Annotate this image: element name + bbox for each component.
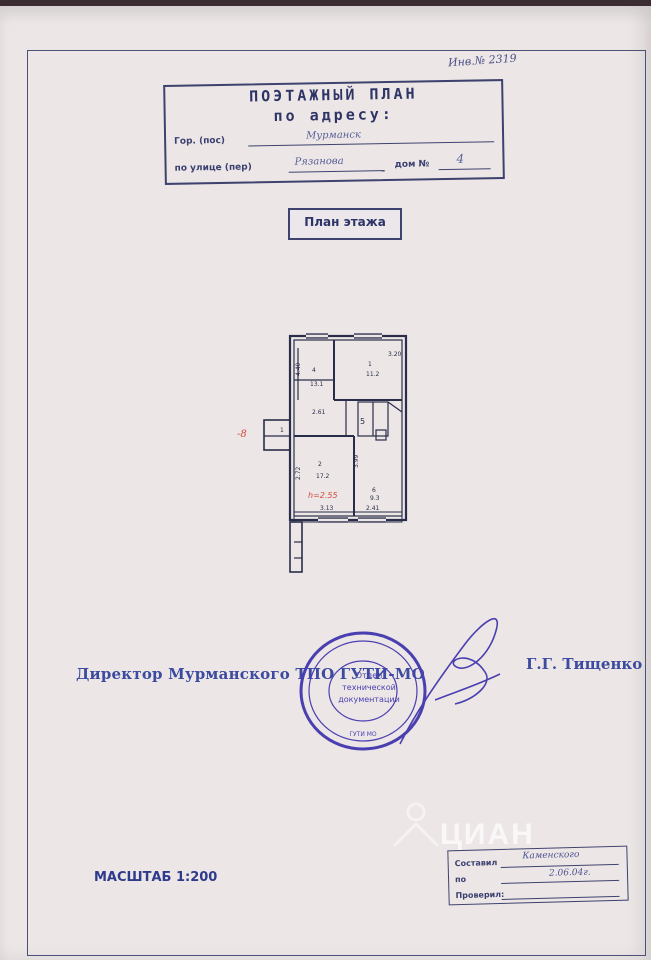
house-value: 4 [456,151,465,166]
house-underline [438,168,491,171]
room-1-number: 1 [368,361,372,368]
room-4-number: 4 [312,367,316,374]
dimension-3: 2.41 [366,505,380,512]
page-frame [27,50,646,956]
room-4-area: 13.1 [310,381,324,388]
dimension-2: 3.13 [320,505,334,512]
approval-box: Составил Каменского по 2.06.04г. Провери… [447,845,629,906]
seal-line-3: документации [338,695,400,704]
seal-line-4: ГУТИ МО [349,731,377,738]
room-5-number: 5 [360,417,365,426]
address-header-box: ПОЭТАЖНЫЙ ПЛАН по адресу: Гор. (пос) Мур… [163,79,505,185]
director-name: Г.Г. Тищенко [526,655,643,673]
city-underline [248,141,495,147]
elevation-mark: -8 [237,429,247,440]
ceiling-height: h=2.55 [308,491,338,500]
watermark-logo [392,802,440,848]
street-label: по улице (пер) [174,162,252,174]
scale-label: МАСШТАБ 1:200 [94,870,218,885]
room-vestibule-number: 1 [280,427,284,434]
date-underline [501,879,620,884]
dimension-1: 2.61 [312,409,326,416]
dimension-6: 2.72 [295,466,302,480]
dimension-4: 4.40 [295,362,302,376]
dimension-0: 3.20 [388,351,402,358]
handwritten-signature [399,618,501,745]
seal-line-2: технической [342,683,396,692]
dimension-5: 3.99 [353,454,360,468]
room-6-area: 9.3 [370,495,380,502]
seal-line-1: Отдел [356,671,383,680]
house-label: дом № [394,159,430,170]
checked-label: Проверил: [455,889,505,901]
composed-underline [500,863,619,868]
official-seal: Отдел технической документации ГУТИ МО [299,631,427,751]
floor-plan-label-box: План этажа [288,208,402,240]
street-underline [288,170,385,173]
date-label: по [454,874,467,885]
city-value: Мурманск [305,129,362,142]
director-title: Директор Мурманского ТПО ГУТИ-МО [76,665,425,683]
room-6-number: 6 [372,487,376,494]
watermark-text: ЦИАН [440,818,535,851]
document-subtitle: по адресу: [273,104,395,126]
document-page: Инв.№ 2319 ПОЭТАЖНЫЙ ПЛАН по адресу: Гор… [0,6,651,960]
room-2-area: 17.2 [316,473,330,480]
floor-plan-label: План этажа [304,215,386,229]
street-value: Рязанова [294,155,344,168]
composed-value: Каменского [522,849,580,862]
floor-plan-drawing: 4 13.1 1 11.2 5 2 17.2 6 9.3 1 2.61 3.13… [263,333,408,573]
city-label: Гор. (пос) [174,135,226,147]
checked-underline [501,895,620,900]
date-value: 2.06.04г. [548,867,591,879]
composed-label: Составил [454,858,498,869]
room-1-area: 11.2 [366,371,380,378]
room-2-number: 2 [318,461,322,468]
